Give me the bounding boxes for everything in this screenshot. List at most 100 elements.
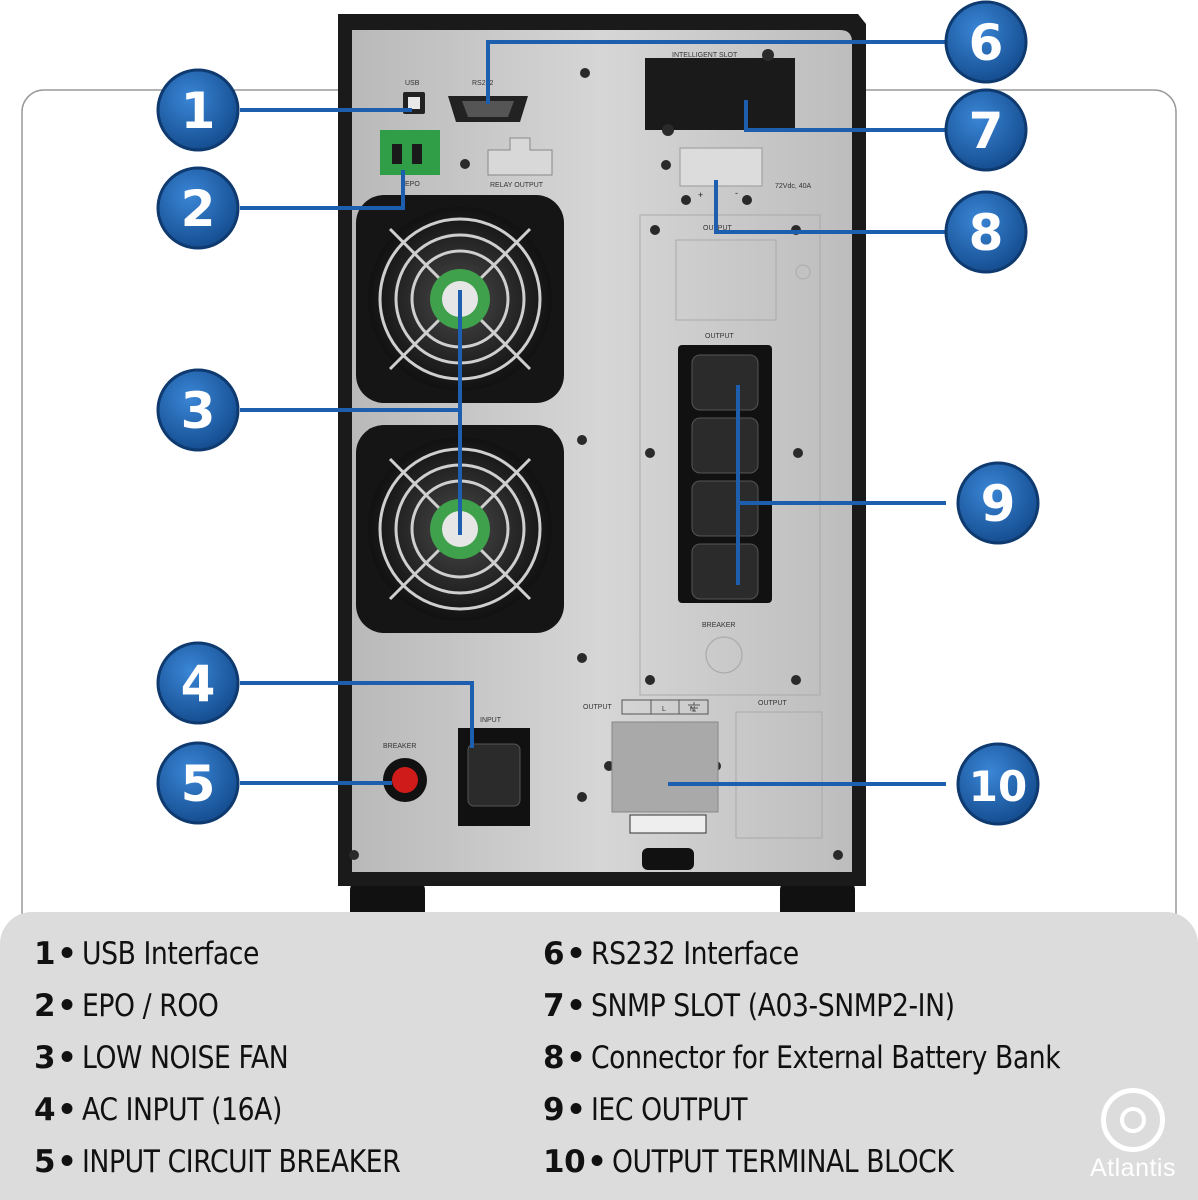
svg-text:10: 10 <box>969 762 1027 811</box>
rs232-port-inner <box>462 101 514 117</box>
legend-column-right: 6•RS232 Interface 7•SNMP SLOT (A03-SNMP2… <box>543 928 1137 1188</box>
svg-text:1: 1 <box>181 82 216 140</box>
leader-6 <box>486 40 946 104</box>
output-region <box>639 214 821 696</box>
brand-name: Atlantis <box>1090 1154 1176 1182</box>
terminal-legend-box <box>621 699 709 715</box>
screw <box>661 160 671 170</box>
ground-icon <box>688 702 700 712</box>
output-terminal-tab <box>629 814 707 834</box>
svg-text:5: 5 <box>181 755 216 813</box>
legend-panel: 1•USB Interface 2•EPO / ROO 3•LOW NOISE … <box>0 912 1198 1200</box>
iec-outlet[interactable] <box>691 354 759 411</box>
output-top-plate <box>675 239 777 321</box>
svg-text:9: 9 <box>981 475 1016 533</box>
svg-text:7: 7 <box>969 102 1004 160</box>
screw <box>460 159 470 169</box>
ac-input-inner <box>467 743 521 807</box>
battery-connector-cover[interactable] <box>679 147 763 187</box>
battery-minus-label: - <box>735 188 738 198</box>
ups-feet-left <box>350 880 425 922</box>
iec-outlets <box>691 354 759 600</box>
badge-6: 6 <box>944 0 1028 84</box>
leader-4 <box>240 681 474 748</box>
breaker-right-label: BREAKER <box>702 622 735 629</box>
svg-text:3: 3 <box>181 382 216 440</box>
usb-label: USB <box>405 80 420 87</box>
legend-item-snmp: 7•SNMP SLOT (A03-SNMP2-IN) <box>543 988 955 1024</box>
screw <box>645 448 655 458</box>
leader-7 <box>744 100 946 132</box>
output-terminal-knob <box>642 848 694 870</box>
callout-badges: 1 2 3 4 5 6 7 8 <box>156 0 1040 826</box>
output-terminal-label: OUTPUT <box>583 704 613 711</box>
iec-outlet[interactable] <box>691 480 759 537</box>
screw <box>650 225 660 235</box>
output-right-plate <box>735 711 823 839</box>
brand-logo: Atlantis <box>1078 1088 1188 1183</box>
terminal-l-label: L <box>662 706 666 713</box>
intelligent-slot-label: INTELLIGENT SLOT <box>672 52 738 59</box>
output-terminal-cover[interactable] <box>611 721 719 813</box>
screw <box>791 675 801 685</box>
output-hole <box>795 264 811 280</box>
screw <box>577 653 587 663</box>
breaker-left-label: BREAKER <box>383 743 416 750</box>
legend-item-iec-output: 9•IEC OUTPUT <box>543 1092 748 1128</box>
output-right-label: OUTPUT <box>758 700 788 707</box>
badge-2: 2 <box>156 166 240 250</box>
brand-ring-icon <box>1101 1088 1165 1152</box>
iec-outlet[interactable] <box>691 417 759 474</box>
epo-connector[interactable] <box>380 130 440 175</box>
legend-item-rs232: 6•RS232 Interface <box>543 936 800 972</box>
legend-item-battery: 8•Connector for External Battery Bank <box>543 1040 1061 1076</box>
leader-lines <box>240 40 946 786</box>
svg-text:2: 2 <box>181 180 216 238</box>
svg-text:4: 4 <box>181 655 216 713</box>
input-label: INPUT <box>480 717 502 724</box>
leader-8 <box>714 180 946 234</box>
battery-plus-label: + <box>698 190 703 200</box>
legend-item-usb: 1•USB Interface <box>34 936 260 972</box>
screw <box>645 675 655 685</box>
legend-item-terminal: 10•OUTPUT TERMINAL BLOCK <box>543 1144 954 1180</box>
svg-text:8: 8 <box>969 204 1004 262</box>
badge-7: 7 <box>944 88 1028 172</box>
screw <box>577 435 587 445</box>
badge-3: 3 <box>156 368 240 452</box>
slot-screw <box>662 124 674 136</box>
legend-item-ac-input: 4•AC INPUT (16A) <box>34 1092 283 1128</box>
legend-item-fan: 3•LOW NOISE FAN <box>34 1040 289 1076</box>
screw <box>793 448 803 458</box>
badge-5: 5 <box>156 741 240 825</box>
badge-1: 1 <box>156 68 240 152</box>
relay-output-cover <box>487 137 553 176</box>
screw <box>742 195 752 205</box>
breaker-right[interactable] <box>705 636 743 674</box>
battery-rating-label: 72Vdc, 40A <box>775 183 812 190</box>
legend-item-breaker: 5•INPUT CIRCUIT BREAKER <box>34 1144 401 1180</box>
intelligent-slot[interactable] <box>645 58 795 130</box>
screw <box>349 850 359 860</box>
badge-8: 8 <box>944 190 1028 274</box>
slot-screw <box>762 49 774 61</box>
leader-2 <box>240 170 405 210</box>
iec-outlet[interactable] <box>691 543 759 600</box>
legend-column-left: 1•USB Interface 2•EPO / ROO 3•LOW NOISE … <box>34 928 453 1188</box>
screw <box>580 68 590 78</box>
badge-10: 10 <box>956 742 1040 826</box>
epo-label: EPO <box>405 181 420 188</box>
badge-9: 9 <box>956 461 1040 545</box>
rs232-label: RS232 <box>472 80 494 87</box>
screw <box>833 850 843 860</box>
screw <box>577 792 587 802</box>
ups-feet-right <box>780 880 855 922</box>
epo-terminal <box>392 144 402 164</box>
screw <box>681 195 691 205</box>
epo-terminal <box>412 144 422 164</box>
badge-4: 4 <box>156 641 240 725</box>
svg-text:6: 6 <box>969 14 1004 72</box>
relay-output-label: RELAY OUTPUT <box>490 182 544 189</box>
input-breaker-button[interactable] <box>392 767 418 793</box>
